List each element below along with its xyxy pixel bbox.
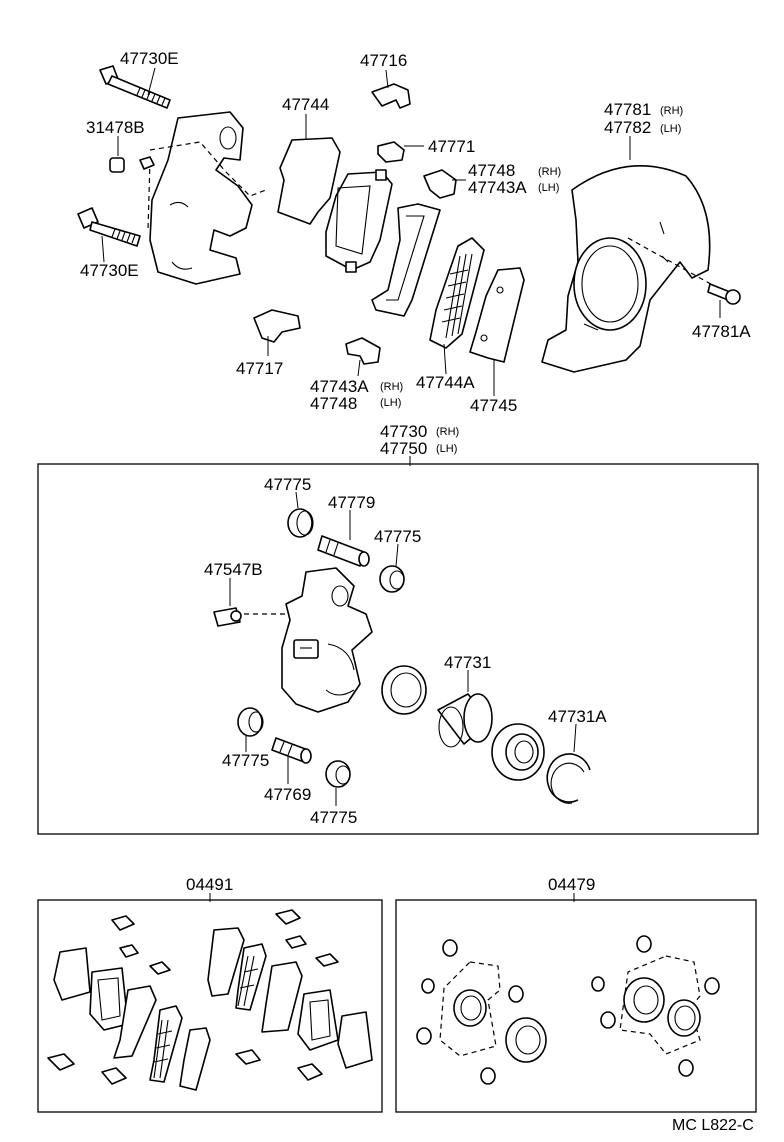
label-part-47743A-upper-side: (LH) <box>538 182 559 194</box>
label-caliper-47750: 47750 <box>380 439 427 458</box>
pad-kit-frame <box>37 899 383 1113</box>
label-boot-47775-a: 47775 <box>264 475 311 494</box>
bolt-47730E-top <box>99 65 171 109</box>
label-piston-47731: 47731 <box>444 653 491 672</box>
clip-47748-47743A-upper <box>423 169 466 199</box>
piston-47731 <box>437 670 493 748</box>
label-part-47748-upper: 47748 <box>468 161 515 180</box>
label-pin-47779: 47779 <box>328 493 375 512</box>
bleeder-47547B <box>213 578 288 627</box>
label-pad-kit-04491: 04491 <box>186 875 233 894</box>
caliper-assembly: 47730 (RH) 47750 (LH) <box>37 422 759 835</box>
bolt-47730E-bottom <box>77 207 141 263</box>
label-bleeder-47547B: 47547B <box>204 560 263 579</box>
pad-kit-04491: 04491 <box>37 875 383 1113</box>
label-clip-47717: 47717 <box>236 359 283 378</box>
label-shim-47744: 47744 <box>282 95 329 114</box>
pin-47769 <box>271 737 312 784</box>
caliper-assembly-frame <box>37 463 759 835</box>
clip-47716 <box>371 69 411 109</box>
caliper-bracket <box>139 111 267 285</box>
clip-47743A-47748-lower <box>345 337 381 377</box>
label-shim-47744A: 47744A <box>416 373 475 392</box>
label-part-47748-upper-side: (RH) <box>538 166 561 178</box>
label-boot-47775-d: 47775 <box>310 808 357 827</box>
label-bushing-31478B: 31478B <box>86 118 145 137</box>
label-part-47743A-lower-side: (RH) <box>380 381 403 393</box>
clip-47717 <box>253 309 301 356</box>
brake-pad-outer <box>371 203 441 317</box>
label-part-47782: 47782 <box>604 118 651 137</box>
label-pin-47769: 47769 <box>264 785 311 804</box>
label-part-47781-side: (RH) <box>660 105 683 117</box>
label-caliper-47750-side: (LH) <box>436 443 457 455</box>
piston-seal <box>381 665 427 715</box>
boot-47775-b <box>379 543 405 593</box>
label-part-47743A-lower: 47743A <box>310 377 369 396</box>
footer-drawing-code: MC L822-C <box>672 1117 754 1134</box>
label-seal-kit-04479: 04479 <box>548 875 595 894</box>
label-caliper-47730: 47730 <box>380 422 427 441</box>
label-part-47782-side: (LH) <box>660 123 681 135</box>
piston-boot <box>491 723 545 781</box>
seal-kit-04479: 04479 <box>395 875 757 1113</box>
brake-pad-inner <box>325 169 393 273</box>
label-part-47748-lower: 47748 <box>310 394 357 413</box>
label-clip-47771: 47771 <box>428 137 475 156</box>
label-ring-47731A: 47731A <box>548 707 607 726</box>
pin-47779 <box>317 510 370 567</box>
shim-47744A <box>429 237 485 375</box>
screw-47781A <box>707 283 741 318</box>
label-bolt-47730E-bottom: 47730E <box>80 261 139 280</box>
label-part-47781: 47781 <box>604 100 651 119</box>
label-bolt-47730E-top: 47730E <box>120 49 179 68</box>
label-part-47748-lower-side: (LH) <box>380 397 401 409</box>
label-screw-47781A: 47781A <box>692 322 751 341</box>
upper-exploded-view: 47730E 47716 47781 (RH) 47782 (LH) 31478… <box>77 49 751 415</box>
boot-47775-d <box>325 760 351 806</box>
caliper-cylinder <box>281 567 373 713</box>
clip-47771 <box>377 141 424 163</box>
shim-47745 <box>469 267 525 396</box>
seal-kit-frame <box>395 899 757 1113</box>
boot-47775-a <box>287 491 314 538</box>
label-clip-47716: 47716 <box>360 51 407 70</box>
label-caliper-47730-side: (RH) <box>436 426 459 438</box>
boot-47775-c <box>237 707 264 752</box>
label-part-47743A-upper: 47743A <box>468 178 527 197</box>
bushing-31478B <box>109 136 125 173</box>
ring-47731A <box>546 723 591 804</box>
dust-cover-47781 <box>541 136 719 373</box>
label-shim-47745: 47745 <box>470 396 517 415</box>
label-boot-47775-b: 47775 <box>374 527 421 546</box>
shim-47744 <box>277 114 341 225</box>
label-boot-47775-c: 47775 <box>222 751 269 770</box>
